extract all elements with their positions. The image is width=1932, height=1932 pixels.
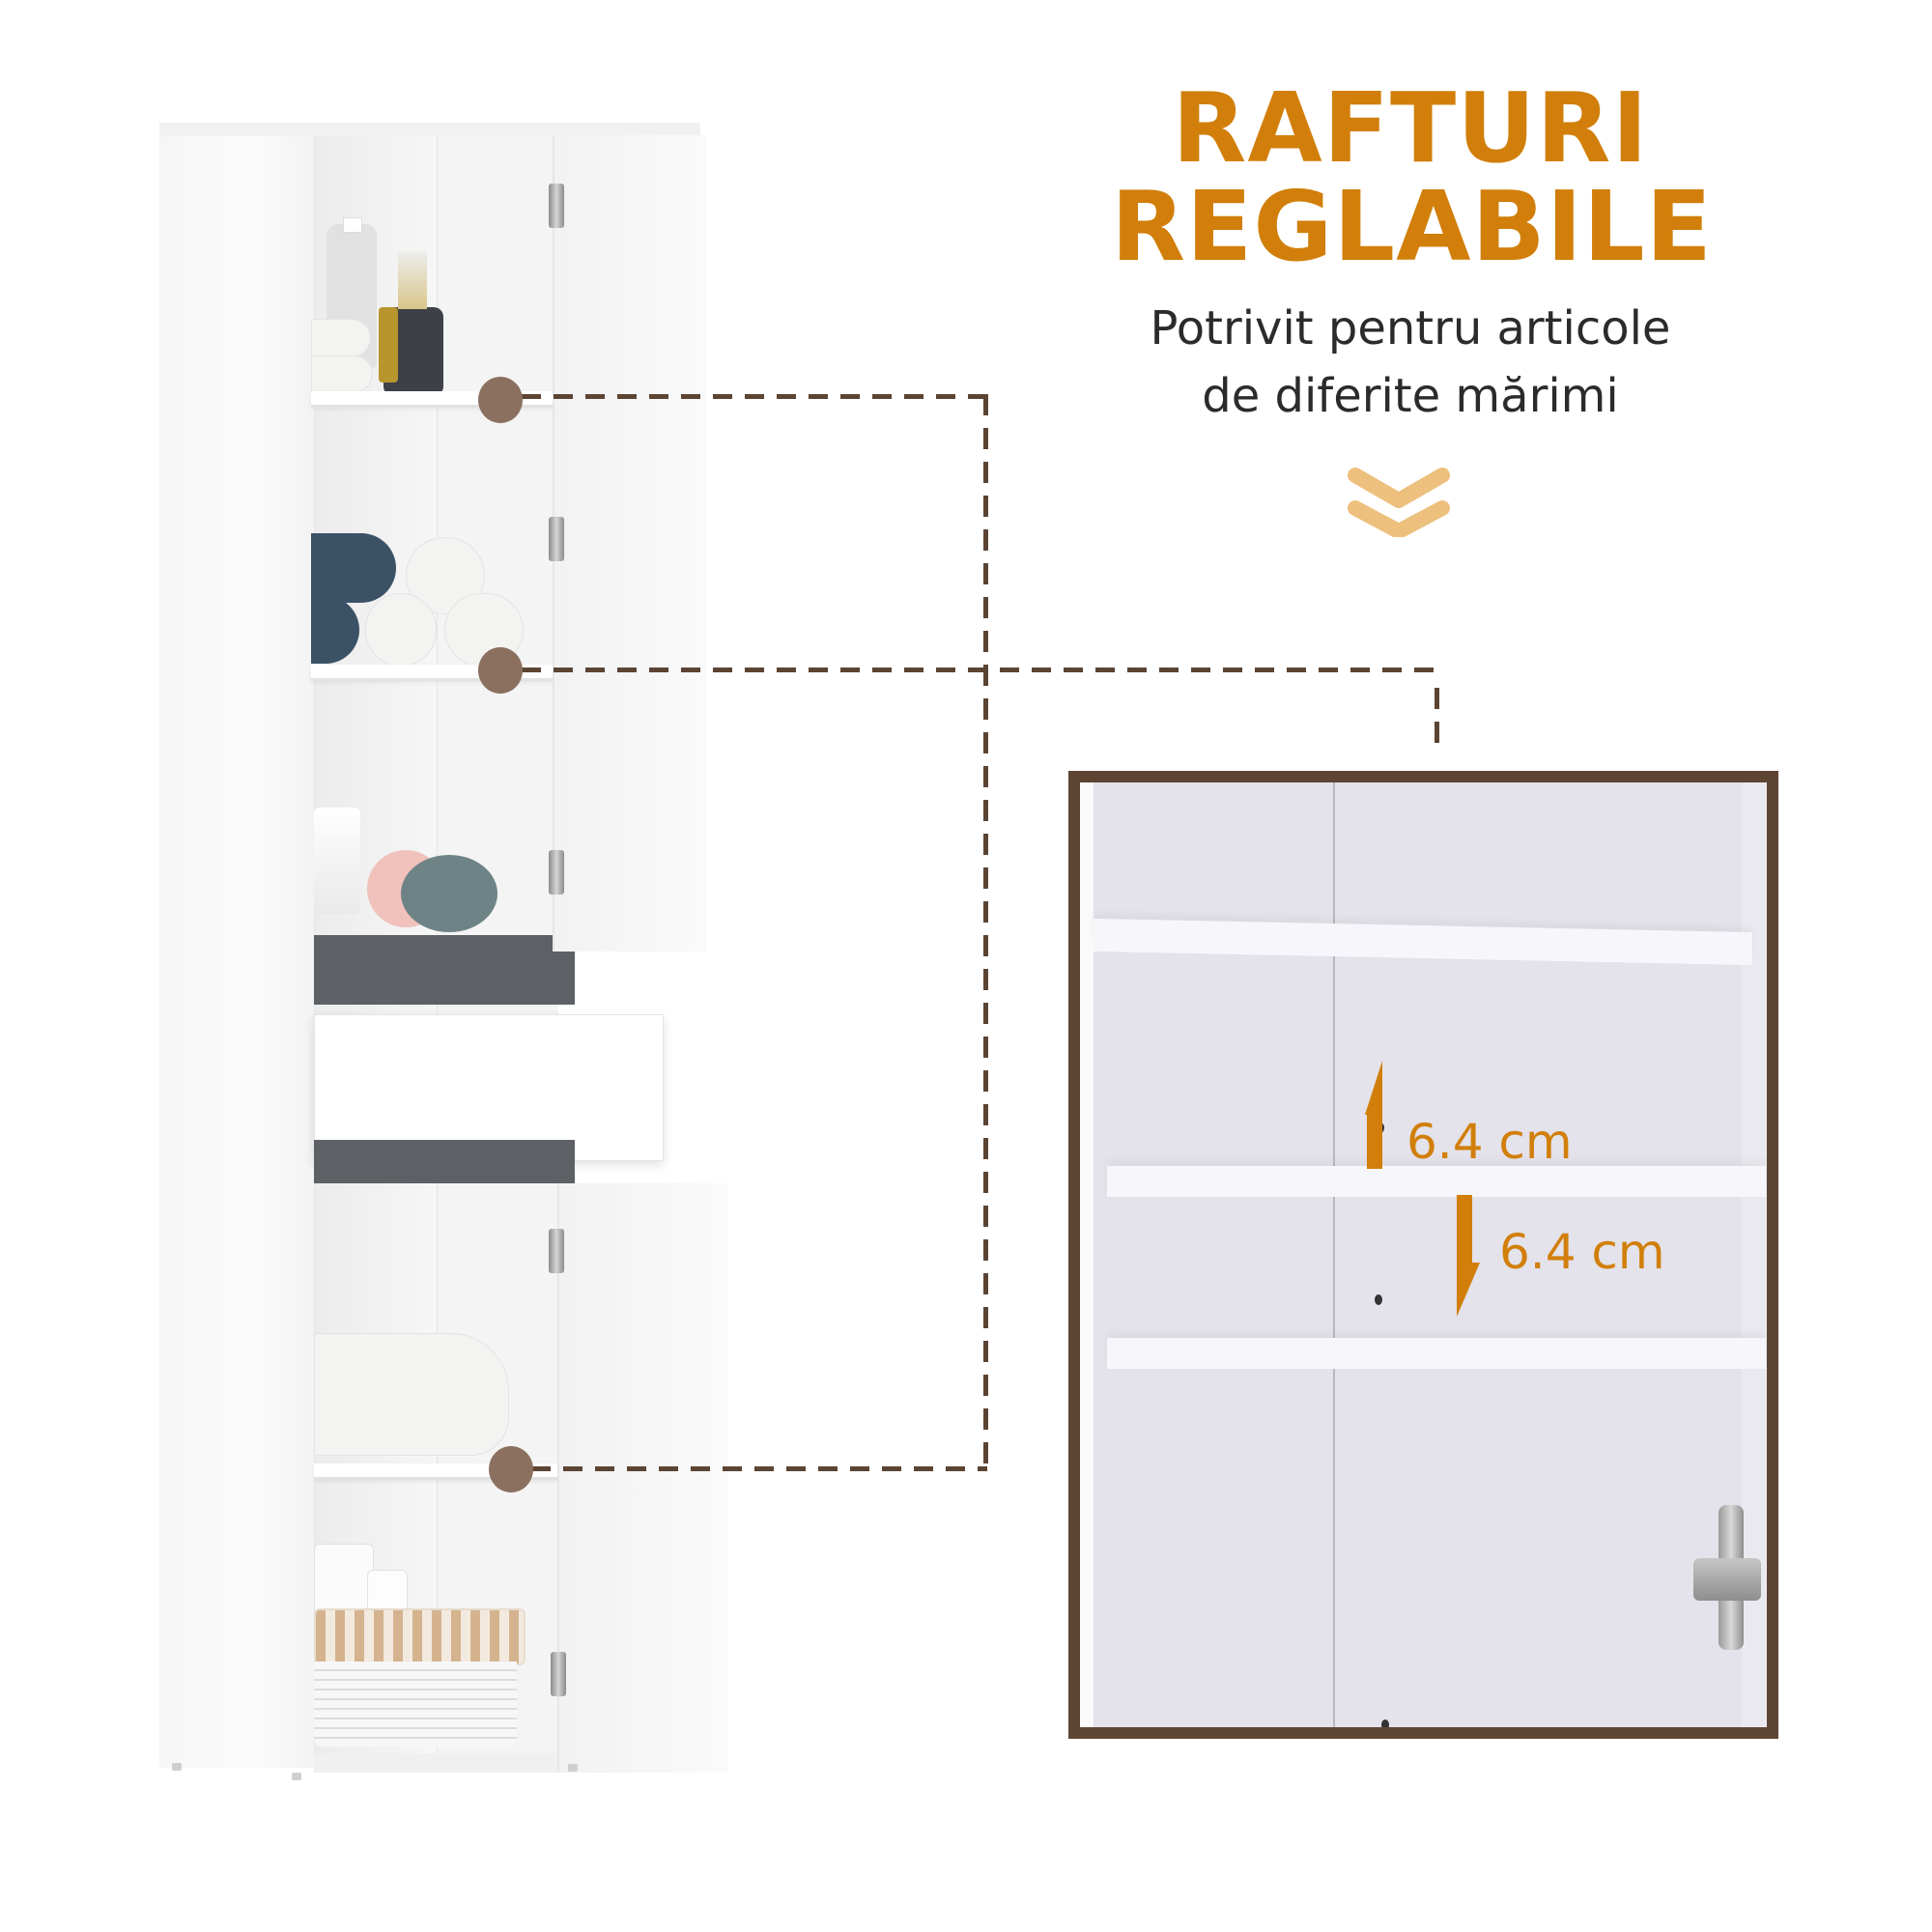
callout-connector-frame bbox=[1435, 688, 1439, 755]
detail-shelf-middle bbox=[1107, 1166, 1766, 1197]
callout-line-shelf-1 bbox=[522, 394, 987, 399]
measure-label-up: 6.4 cm bbox=[1406, 1114, 1573, 1170]
drawer-top[interactable] bbox=[314, 935, 575, 1005]
door-hinge-icon bbox=[1693, 1505, 1761, 1650]
title-line-1: RAFTURI bbox=[1172, 71, 1649, 185]
cabinet-side-edge bbox=[1080, 782, 1094, 1727]
back-panel-seam bbox=[1333, 782, 1335, 1727]
shelf-marker-dot-2 bbox=[478, 647, 523, 694]
cabinet-base bbox=[314, 1753, 565, 1773]
pump-cap bbox=[343, 217, 362, 233]
hinge-icon bbox=[549, 184, 564, 228]
drawer-open[interactable] bbox=[314, 1014, 664, 1161]
folded-towel bbox=[311, 355, 373, 392]
shelf-marker-dot-1 bbox=[478, 377, 523, 423]
cabinet-top-panel bbox=[159, 123, 700, 136]
subtitle-line-2: de diferite mărimi bbox=[1202, 369, 1619, 423]
cabinet-foot bbox=[292, 1773, 301, 1780]
callout-connector-vertical bbox=[983, 394, 988, 1466]
shelf-pin-hole bbox=[1381, 1719, 1389, 1727]
measure-label-down: 6.4 cm bbox=[1499, 1224, 1665, 1280]
spray-bottle bbox=[314, 808, 360, 914]
tassel bbox=[379, 307, 398, 383]
detail-shelf-top bbox=[1094, 918, 1752, 966]
detail-shelf-lower bbox=[1107, 1338, 1766, 1369]
bath-sponge-grey bbox=[401, 855, 497, 932]
cabinet-door-upper[interactable] bbox=[553, 135, 707, 952]
rolled-towel-white bbox=[365, 593, 437, 667]
cabinet-side-panel bbox=[159, 126, 316, 1768]
cabinet-door-lower[interactable] bbox=[557, 1183, 728, 1773]
hinge-icon bbox=[549, 517, 564, 561]
rolled-towel-blue bbox=[311, 533, 396, 603]
wicker-basket bbox=[314, 1662, 517, 1747]
callout-line-shelf-3 bbox=[531, 1466, 987, 1471]
basket-liner bbox=[314, 1608, 526, 1665]
detail-zoom-frame: 6.4 cm 6.4 cm bbox=[1068, 771, 1778, 1739]
shelf-marker-dot-3 bbox=[489, 1446, 533, 1492]
hinge-icon bbox=[551, 1652, 566, 1696]
shelf-pin-hole bbox=[1375, 1294, 1382, 1305]
cabinet-foot bbox=[172, 1763, 182, 1771]
cabinet-foot bbox=[568, 1764, 578, 1772]
drawer-bottom[interactable] bbox=[314, 1140, 575, 1183]
folded-bath-towel bbox=[314, 1333, 509, 1456]
subtitle-line-1: Potrivit pentru articole bbox=[1150, 301, 1671, 355]
bottle-neck bbox=[398, 251, 427, 309]
hinge-icon bbox=[549, 1229, 564, 1273]
hinge-icon bbox=[549, 850, 564, 895]
title-line-2: REGLABILE bbox=[1111, 170, 1713, 283]
double-chevron-down-icon bbox=[1346, 466, 1452, 539]
callout-line-shelf-2 bbox=[522, 668, 1439, 672]
folded-towel bbox=[311, 319, 371, 357]
